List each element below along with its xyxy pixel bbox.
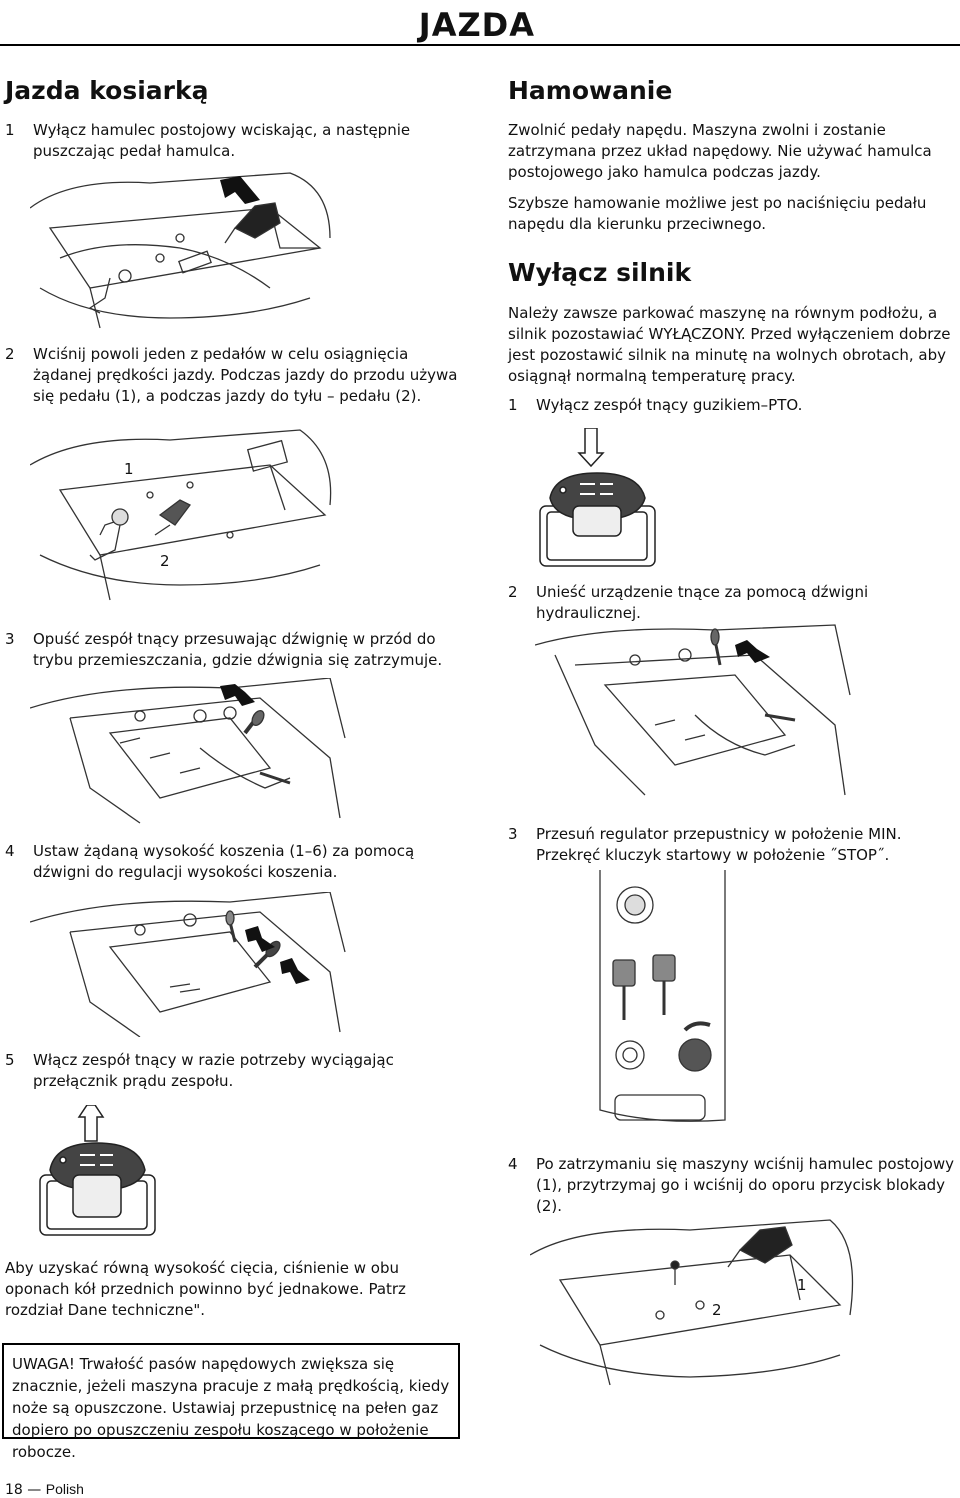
left-step-4: 4 Ustaw żądaną wysokość koszenia (1–6) z… xyxy=(5,841,465,885)
step-text: Po zatrzymaniu się maszyny wciśnij hamul… xyxy=(536,1155,954,1215)
engine-off-paragraph: Należy zawsze parkować maszynę na równym… xyxy=(508,304,951,385)
footer-language: Polish xyxy=(45,1481,84,1497)
section-title-driving: Jazda kosiarką xyxy=(5,76,209,105)
right-step-4: 4 Po zatrzymaniu się maszyny wciśnij ham… xyxy=(508,1154,954,1215)
figure-lower-cutting-unit xyxy=(30,678,350,828)
figure-pto-switch-off xyxy=(535,428,660,573)
figure-throttle-ignition-panel xyxy=(595,870,745,1140)
section-title-engine-off: Wyłącz silnik xyxy=(508,258,692,287)
page-number: 18 xyxy=(5,1482,23,1498)
figure-hydraulic-lever xyxy=(535,615,855,800)
step-text: Ustaw żądaną wysokość koszenia (1–6) za … xyxy=(33,842,415,881)
step-number: 4 xyxy=(5,842,15,860)
header-rule xyxy=(0,44,960,46)
step-number: 3 xyxy=(5,630,15,648)
step-number: 2 xyxy=(5,345,15,363)
step-number: 2 xyxy=(508,583,518,601)
right-step-1: 1 Wyłącz zespół tnący guzikiem–PTO. xyxy=(508,395,953,417)
step-text: Wyłącz hamulec postojowy wciskając, a na… xyxy=(33,121,411,160)
step-text: Wciśnij powoli jeden z pedałów w celu os… xyxy=(33,345,458,405)
figure-callout-1: 1 xyxy=(124,460,134,478)
section-title-braking: Hamowanie xyxy=(508,76,673,105)
figure-cutting-height-lever xyxy=(30,892,350,1037)
step-text: Unieść urządzenie tnące za pomocą dźwign… xyxy=(536,583,869,622)
step-number: 4 xyxy=(508,1155,518,1173)
page-header: JAZDA xyxy=(0,0,960,46)
figure-callout-2: 2 xyxy=(160,552,170,570)
left-step-5: 5 Włącz zespół tnący w razie potrzeby wy… xyxy=(5,1050,465,1094)
footer-dash: — xyxy=(27,1482,42,1498)
figure-pto-switch-on xyxy=(35,1105,160,1245)
figure-parking-brake xyxy=(530,1205,860,1390)
figure-brake-pedal-release xyxy=(30,168,340,338)
brake-callout-2: 2 xyxy=(712,1301,722,1319)
right-step-3: 3 Przesuń regulator przepustnicy w położ… xyxy=(508,824,953,868)
step-text: Włącz zespół tnący w razie potrzeby wyci… xyxy=(33,1051,394,1090)
tire-pressure-note: Aby uzyskać równą wysokość cięcia, ciśni… xyxy=(5,1259,406,1319)
braking-paragraph-1: Zwolnić pedały napędu. Maszyna zwolni i … xyxy=(508,121,932,181)
braking-paragraph-2: Szybsze hamowanie możliwe jest po naciśn… xyxy=(508,194,927,233)
step-number: 5 xyxy=(5,1051,15,1069)
page-footer: 18 — Polish xyxy=(5,1481,84,1498)
step-text: Wyłącz zespół tnący guzikiem–PTO. xyxy=(536,396,803,414)
left-step-3: 3 Opuść zespół tnący przesuwając dźwigni… xyxy=(5,629,465,673)
left-step-1: 1 Wyłącz hamulec postojowy wciskając, a … xyxy=(5,120,445,164)
step-text: Opuść zespół tnący przesuwając dźwignię … xyxy=(33,630,443,669)
step-number: 3 xyxy=(508,825,518,843)
figure-drive-pedals xyxy=(30,425,340,615)
warning-box: UWAGA! Trwałość pasów napędowych zwiększ… xyxy=(2,1343,460,1461)
right-step-2: 2 Unieść urządzenie tnące za pomocą dźwi… xyxy=(508,582,953,622)
warning-text: UWAGA! Trwałość pasów napędowych zwiększ… xyxy=(12,1355,450,1461)
step-text: Przesuń regulator przepustnicy w położen… xyxy=(536,825,902,864)
step-number: 1 xyxy=(508,396,518,414)
brake-callout-1: 1 xyxy=(797,1276,807,1294)
left-step-2: 2 Wciśnij powoli jeden z pedałów w celu … xyxy=(5,344,465,410)
page-header-title: JAZDA xyxy=(418,6,535,44)
step-number: 1 xyxy=(5,121,15,139)
